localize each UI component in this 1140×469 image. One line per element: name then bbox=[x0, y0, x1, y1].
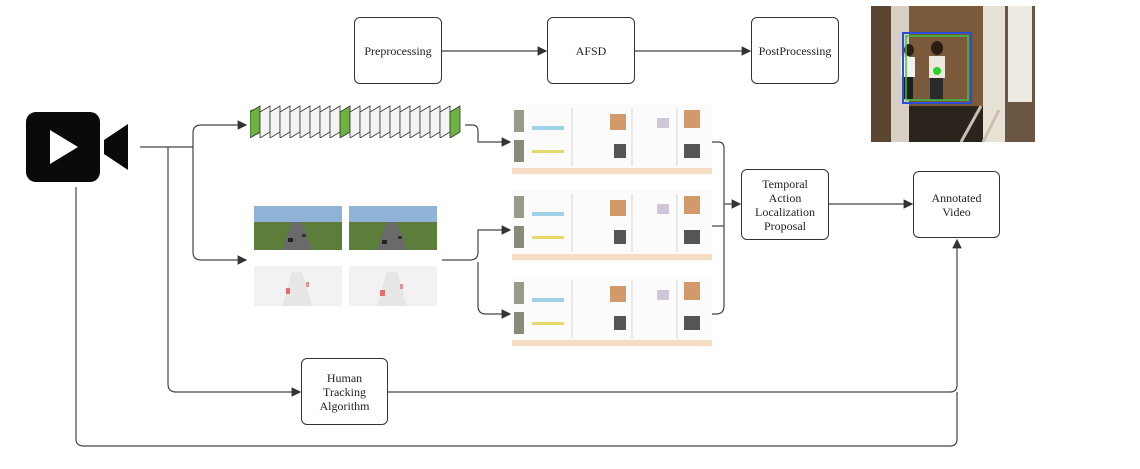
temporal-action-localization-label: Temporal Action Localization Proposal bbox=[755, 176, 815, 233]
afsd-architecture-thumbnail-2 bbox=[512, 190, 712, 262]
afsd-box: AFSD bbox=[547, 17, 635, 84]
preprocessing-label: Preprocessing bbox=[364, 43, 432, 58]
temporal-action-localization-box: Temporal Action Localization Proposal bbox=[741, 169, 829, 240]
annotated-video-box: Annotated Video bbox=[913, 171, 1000, 238]
postprocessing-box: PostProcessing bbox=[751, 17, 839, 84]
human-tracking-label: Human Tracking Algorithm bbox=[319, 370, 370, 413]
preprocessing-box: Preprocessing bbox=[354, 17, 442, 84]
video-frames-strip bbox=[249, 104, 466, 139]
human-tracking-box: Human Tracking Algorithm bbox=[301, 358, 388, 425]
afsd-label: AFSD bbox=[575, 43, 607, 58]
afsd-architecture-thumbnail-1 bbox=[512, 104, 712, 176]
tracking-example-image bbox=[871, 6, 1035, 143]
annotated-video-label: Annotated Video bbox=[931, 190, 982, 219]
postprocessing-label: PostProcessing bbox=[758, 43, 832, 58]
afsd-architecture-thumbnail-3 bbox=[512, 276, 712, 348]
video-camera-icon bbox=[26, 112, 130, 182]
optical-flow-images bbox=[252, 196, 442, 326]
